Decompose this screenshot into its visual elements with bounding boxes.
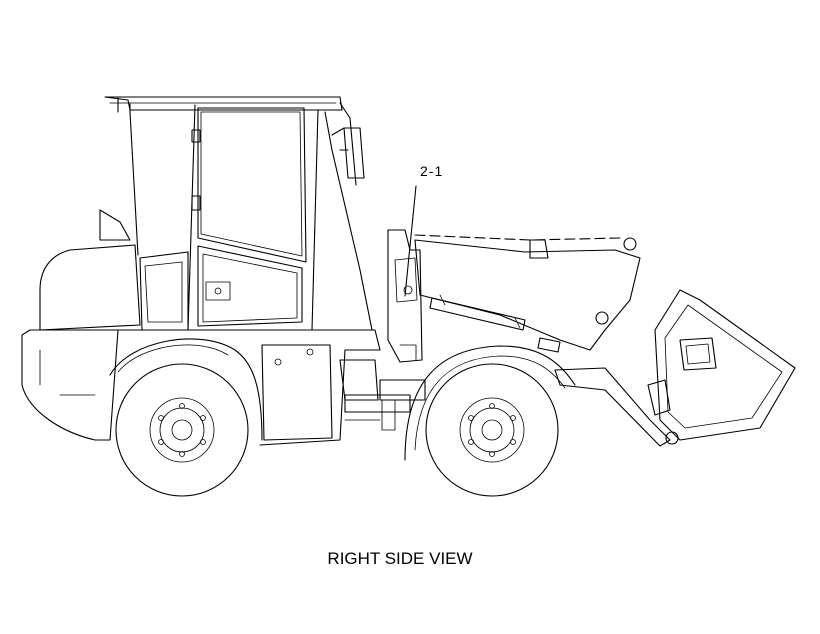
lift-arm [414, 234, 641, 351]
engine-hood [39, 209, 189, 331]
front-frame [344, 379, 426, 431]
rear-wheel [115, 363, 249, 497]
machine-frame [117, 329, 411, 446]
counterweight [21, 329, 119, 441]
rear-fender [109, 338, 263, 441]
side-mirror [331, 127, 365, 179]
front-wheel [425, 363, 559, 497]
bucket [654, 289, 796, 441]
cab-roof [104, 96, 343, 114]
cab-door [191, 107, 307, 327]
cab [129, 102, 373, 331]
lift-cylinder [429, 294, 561, 353]
callout-label: 2-1 [420, 163, 444, 179]
callout-leader [404, 185, 417, 297]
view-caption: RIGHT SIDE VIEW [327, 549, 473, 568]
front-fender [404, 345, 576, 461]
